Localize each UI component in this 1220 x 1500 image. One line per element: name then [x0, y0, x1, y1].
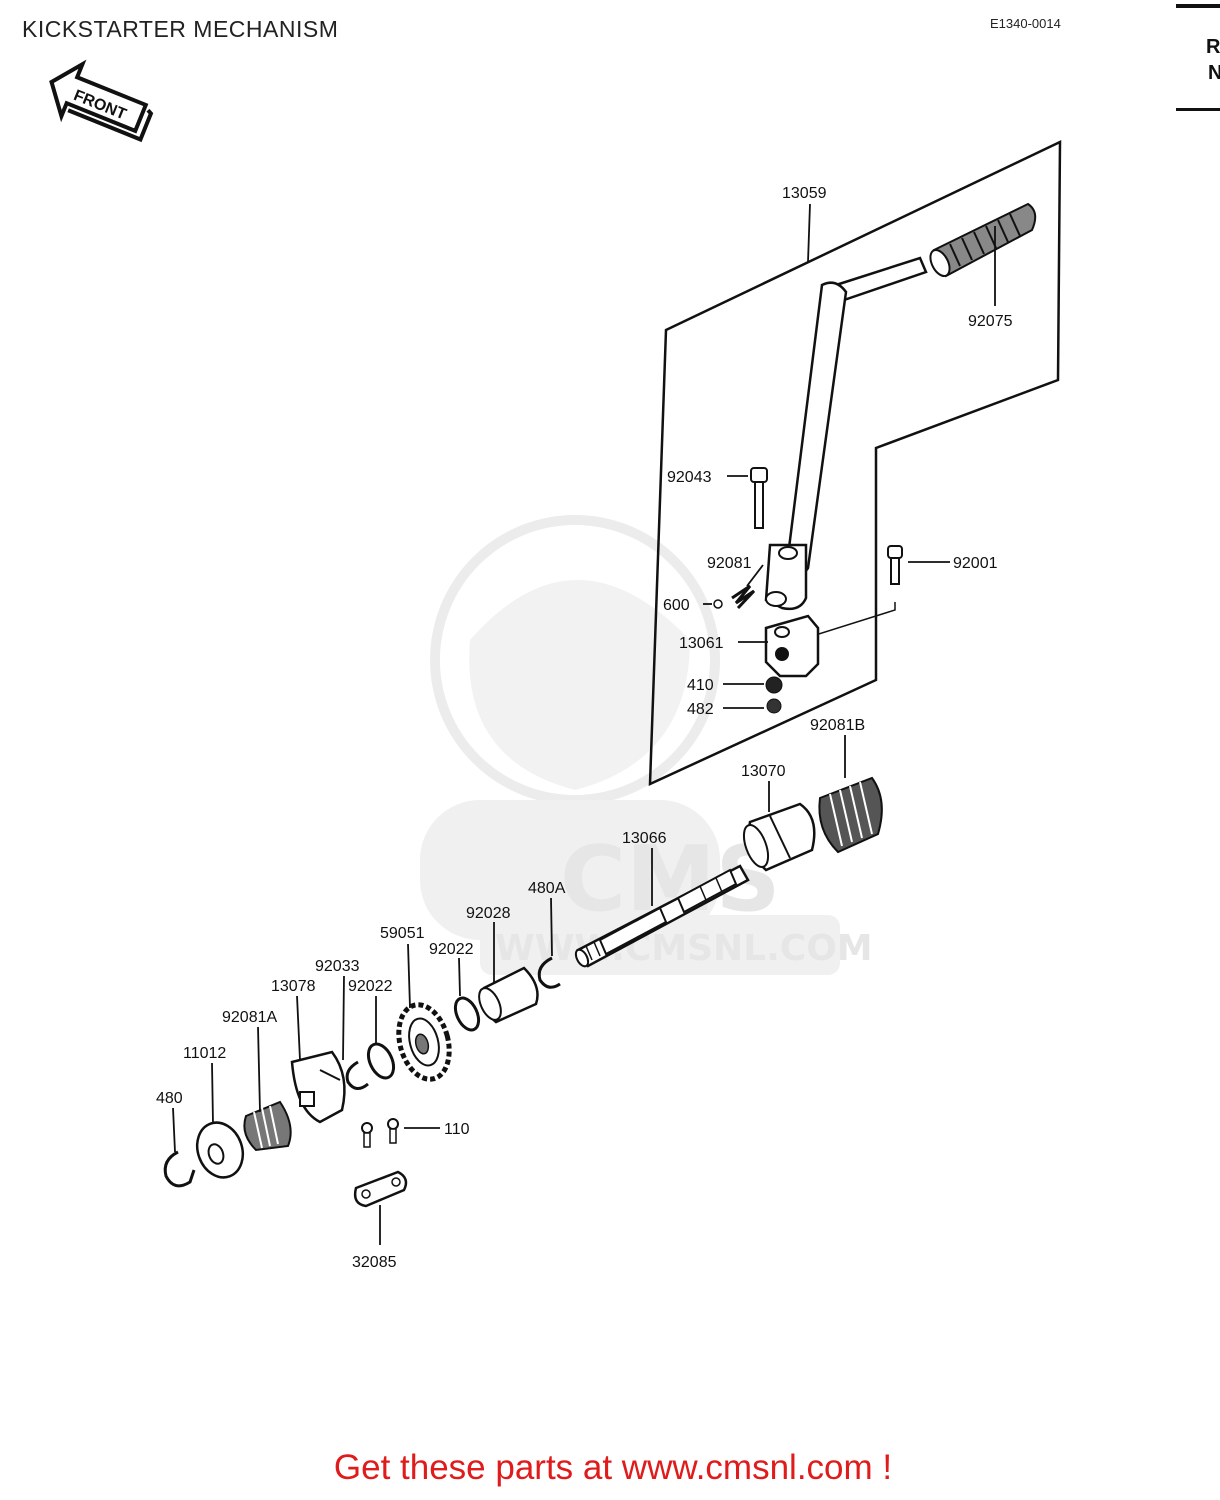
- guide-plate-32085: [353, 1170, 408, 1208]
- label-13059: 13059: [782, 185, 827, 202]
- right-panel-letter-n: N: [1208, 62, 1220, 84]
- front-arrow-icon: FRONT: [49, 59, 154, 143]
- spring-92081a: [243, 1100, 292, 1152]
- label-13061: 13061: [679, 635, 724, 652]
- label-13078: 13078: [271, 978, 316, 995]
- watermark-url: WWW.CMSNL.COM: [495, 928, 873, 969]
- label-480: 480: [156, 1090, 183, 1107]
- label-110: 110: [444, 1121, 470, 1138]
- label-92081a: 92081A: [222, 1009, 277, 1026]
- label-92043: 92043: [667, 469, 712, 486]
- label-92028: 92028: [466, 905, 511, 922]
- label-11012: 11012: [183, 1045, 226, 1062]
- right-panel-letter-r: R: [1206, 36, 1220, 58]
- right-panel-edge: R N: [1176, 0, 1220, 660]
- label-410: 410: [687, 677, 714, 694]
- nut-410: [765, 676, 783, 694]
- label-92022-upper: 92022: [429, 941, 474, 958]
- screw-110-right: [387, 1118, 399, 1144]
- right-panel-bottom-rule: [1176, 108, 1220, 111]
- circlip-480a: [537, 956, 561, 989]
- spring-guide-13070: [742, 802, 816, 872]
- collar-92028: [478, 966, 539, 1024]
- holder-11012: [195, 1121, 245, 1179]
- circlip-92033: [345, 1060, 369, 1090]
- screw-110-left: [361, 1122, 373, 1148]
- bolt-92043: [750, 467, 768, 529]
- kick-gear-59051: [396, 1002, 452, 1082]
- kickstarter-shaft: [574, 864, 750, 968]
- label-480a: 480A: [528, 880, 566, 897]
- washer-92022-lower: [366, 1042, 396, 1080]
- ratchet-13078: [290, 1050, 346, 1124]
- washer-92022-upper: [453, 996, 481, 1032]
- lever-assembly-panel: [648, 140, 1062, 786]
- label-92022-lower: 92022: [348, 978, 393, 995]
- label-600: 600: [663, 597, 690, 614]
- label-92033: 92033: [315, 958, 360, 975]
- label-13070: 13070: [741, 763, 786, 780]
- label-92001: 92001: [953, 555, 998, 572]
- return-spring-92081b: [818, 776, 883, 854]
- label-13066: 13066: [622, 830, 667, 847]
- detent-spring: [731, 584, 756, 610]
- page-title: KICKSTARTER MECHANISM: [22, 16, 339, 42]
- steel-ball-600: [713, 599, 723, 609]
- bolt-92001: [805, 545, 903, 639]
- washer-482: [766, 698, 782, 714]
- label-92081b: 92081B: [810, 717, 865, 734]
- label-92075: 92075: [968, 313, 1013, 330]
- label-32085: 32085: [352, 1254, 397, 1271]
- kick-lever: [764, 256, 928, 611]
- label-59051: 59051: [380, 925, 425, 942]
- diagram-code: E1340-0014: [990, 16, 1061, 31]
- right-panel-top-rule: [1176, 4, 1220, 8]
- label-92081: 92081: [707, 555, 752, 572]
- cms-watermark: CMS WWW.CMSNL.COM: [420, 515, 873, 975]
- get-parts-link[interactable]: Get these parts at www.cmsnl.com !: [333, 1448, 893, 1487]
- leader-lines: [172, 203, 996, 1245]
- label-482: 482: [687, 701, 714, 718]
- lever-grip: [929, 202, 1037, 278]
- lever-clamp: [764, 614, 820, 678]
- circlip-480: [163, 1150, 196, 1188]
